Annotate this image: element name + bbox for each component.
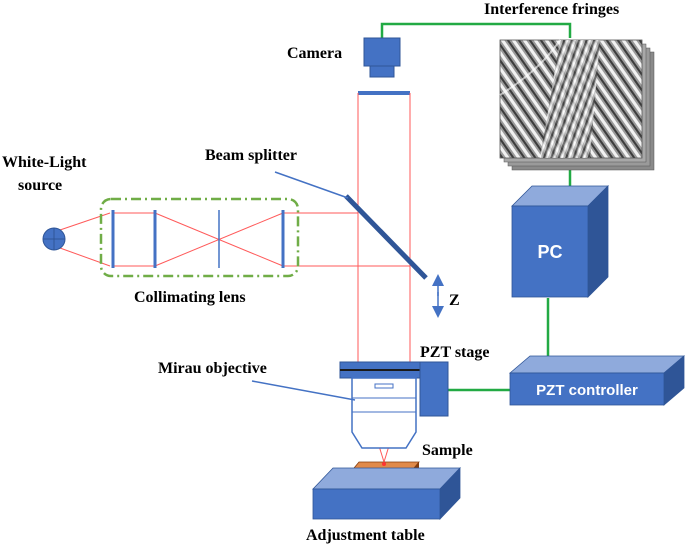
beam-splitter	[274, 171, 428, 280]
interference-fringes-label: Interference fringes	[484, 1, 619, 18]
beam-splitter-label: Beam splitter	[205, 147, 297, 164]
white-light-label-line2: source	[18, 177, 62, 194]
pzt-stage	[339, 361, 449, 417]
pzt-controller-box: PZT controller	[508, 355, 685, 406]
z-axis-label: Z	[449, 292, 460, 309]
adjustment-table-label: Adjustment table	[306, 527, 425, 544]
wire-camera-to-fringes	[380, 22, 572, 38]
pzt-controller-label: PZT controller	[536, 382, 638, 399]
mirau-objective	[251, 377, 417, 449]
collimating-lens-label: Collimating lens	[134, 289, 246, 306]
camera	[358, 37, 410, 95]
pc-box: PC	[511, 185, 609, 298]
adjustment-table	[312, 467, 461, 520]
pzt-stage-label: PZT stage	[420, 344, 489, 361]
white-light-source	[42, 227, 66, 251]
camera-label: Camera	[287, 45, 342, 62]
mirau-objective-label: Mirau objective	[158, 360, 267, 377]
interference-fringes-image	[499, 39, 655, 171]
pc-label: PC	[537, 242, 562, 262]
sample-label: Sample	[422, 442, 473, 459]
white-light-label-line1: White-Light	[2, 154, 87, 171]
collimating-lens-group	[99, 197, 300, 278]
